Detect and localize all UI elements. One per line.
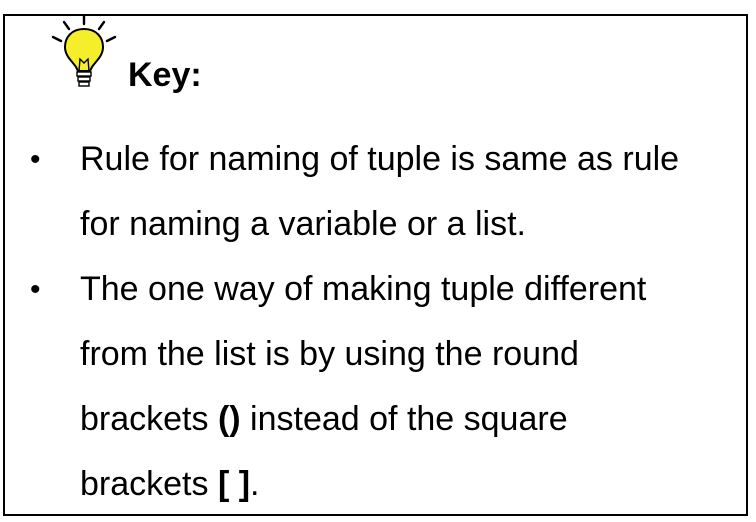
- text-segment: instead of the square: [240, 400, 568, 438]
- item-line: Rule for naming of tuple is same as rule: [80, 140, 680, 178]
- item-line: brackets [ ].: [80, 452, 756, 517]
- bullet-icon: •: [30, 143, 41, 176]
- item-line: brackets () instead of the square: [80, 387, 756, 452]
- bullet-icon: •: [30, 273, 41, 306]
- item-line: The one way of making tuple different: [80, 270, 647, 308]
- square-brackets-symbol: [ ]: [217, 465, 251, 503]
- item-line: from the list is by using the round: [80, 335, 579, 373]
- list-item: • The one way of making tuple different …: [0, 257, 756, 517]
- text-segment: brackets: [80, 400, 218, 438]
- text-segment: brackets: [80, 465, 218, 503]
- key-list: • Rule for naming of tuple is same as ru…: [0, 127, 756, 517]
- text-segment: .: [250, 465, 260, 503]
- key-box: [3, 14, 748, 516]
- lightbulb-icon: [51, 15, 117, 87]
- list-item: • Rule for naming of tuple is same as ru…: [0, 127, 756, 257]
- round-brackets-symbol: (): [217, 400, 241, 438]
- key-heading: Key:: [128, 56, 202, 94]
- item-line: for naming a variable or a list.: [80, 205, 526, 243]
